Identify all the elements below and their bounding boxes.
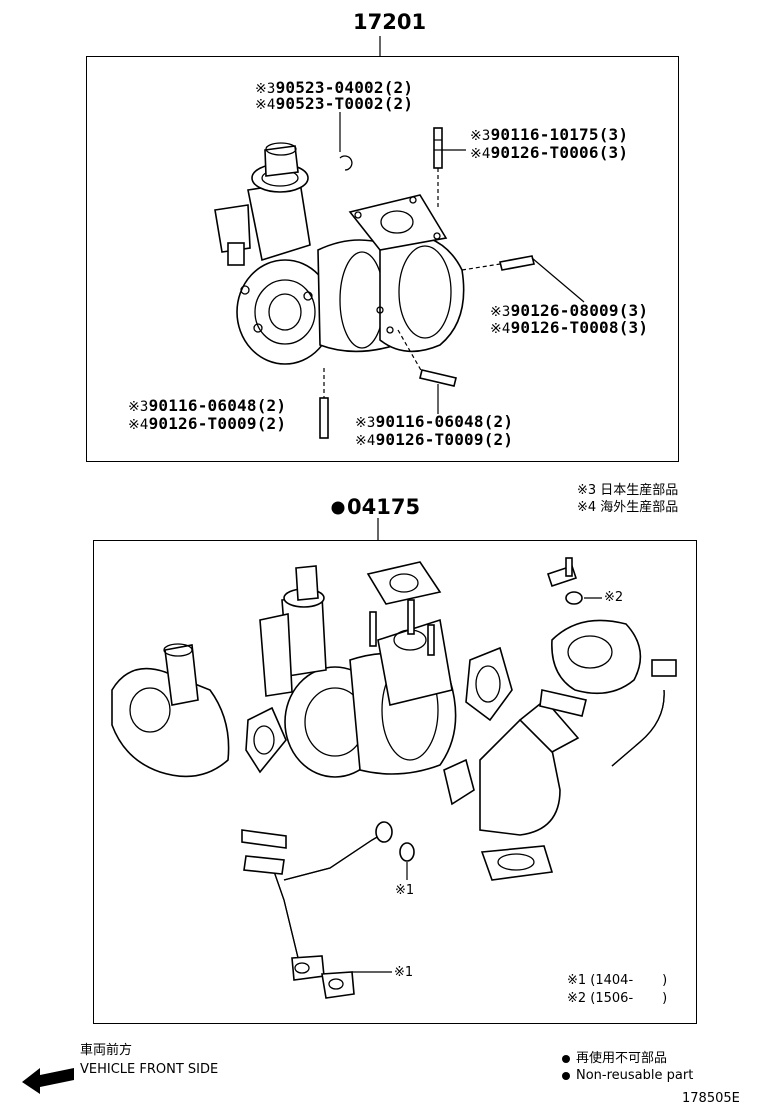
direction-label-en: VEHICLE FRONT SIDE	[80, 1062, 219, 1077]
callout-stud-left-line2[interactable]: ※490126-T0009(2)	[128, 414, 287, 433]
callout-stud-right-line1[interactable]: ※390126-08009(3)	[490, 301, 649, 320]
front-direction-arrow	[22, 1068, 74, 1094]
marker-note2: ※2	[604, 590, 624, 605]
legend-note-4: ※4 海外生産部品	[577, 500, 679, 515]
nonreusable-label-en: Non-reusable part	[576, 1068, 694, 1083]
callout-stud-top-line2[interactable]: ※490126-T0006(3)	[470, 143, 629, 162]
callout-clip-line2[interactable]: ※490523-T0002(2)	[255, 94, 414, 113]
figure-id: 178505E	[682, 1091, 740, 1106]
part-number-04175[interactable]: 04175	[347, 495, 421, 519]
date-note-2: ※2 (1506- )	[567, 991, 668, 1006]
callout-stud-bottom-line1[interactable]: ※390116-06048(2)	[355, 412, 514, 431]
stud-right	[499, 255, 535, 271]
direction-label-jp: 車両前方	[80, 1043, 133, 1058]
callout-clip-line1[interactable]: ※390523-04002(2)	[255, 78, 414, 97]
callout-stud-top-line1[interactable]: ※390116-10175(3)	[470, 125, 629, 144]
callout-stud-right-line2[interactable]: ※490126-T0008(3)	[490, 318, 649, 337]
callout-stud-bottom-line2[interactable]: ※490126-T0009(2)	[355, 430, 514, 449]
legend-note-3: ※3 日本生産部品	[577, 483, 679, 498]
turbocharger-assembly-drawing	[214, 127, 535, 439]
part-number-17201[interactable]: 17201	[353, 10, 427, 34]
nonreusable-dot	[331, 501, 345, 515]
turbo-components-drawing	[111, 557, 677, 999]
nonreusable-label-jp: 再使用不可部品	[576, 1051, 668, 1066]
stud-bottom	[419, 369, 457, 387]
callout-stud-left-line1[interactable]: ※390116-06048(2)	[128, 396, 287, 415]
turbo-components-frame	[93, 540, 697, 1024]
marker-note1-a: ※1	[395, 883, 415, 898]
bullet-jp	[562, 1055, 570, 1063]
bullet-en	[562, 1072, 570, 1080]
clip-part	[339, 155, 353, 171]
turbocharger-assembly-frame	[86, 56, 679, 462]
date-note-1: ※1 (1404- )	[567, 973, 668, 988]
marker-note1-b: ※1	[394, 965, 414, 980]
